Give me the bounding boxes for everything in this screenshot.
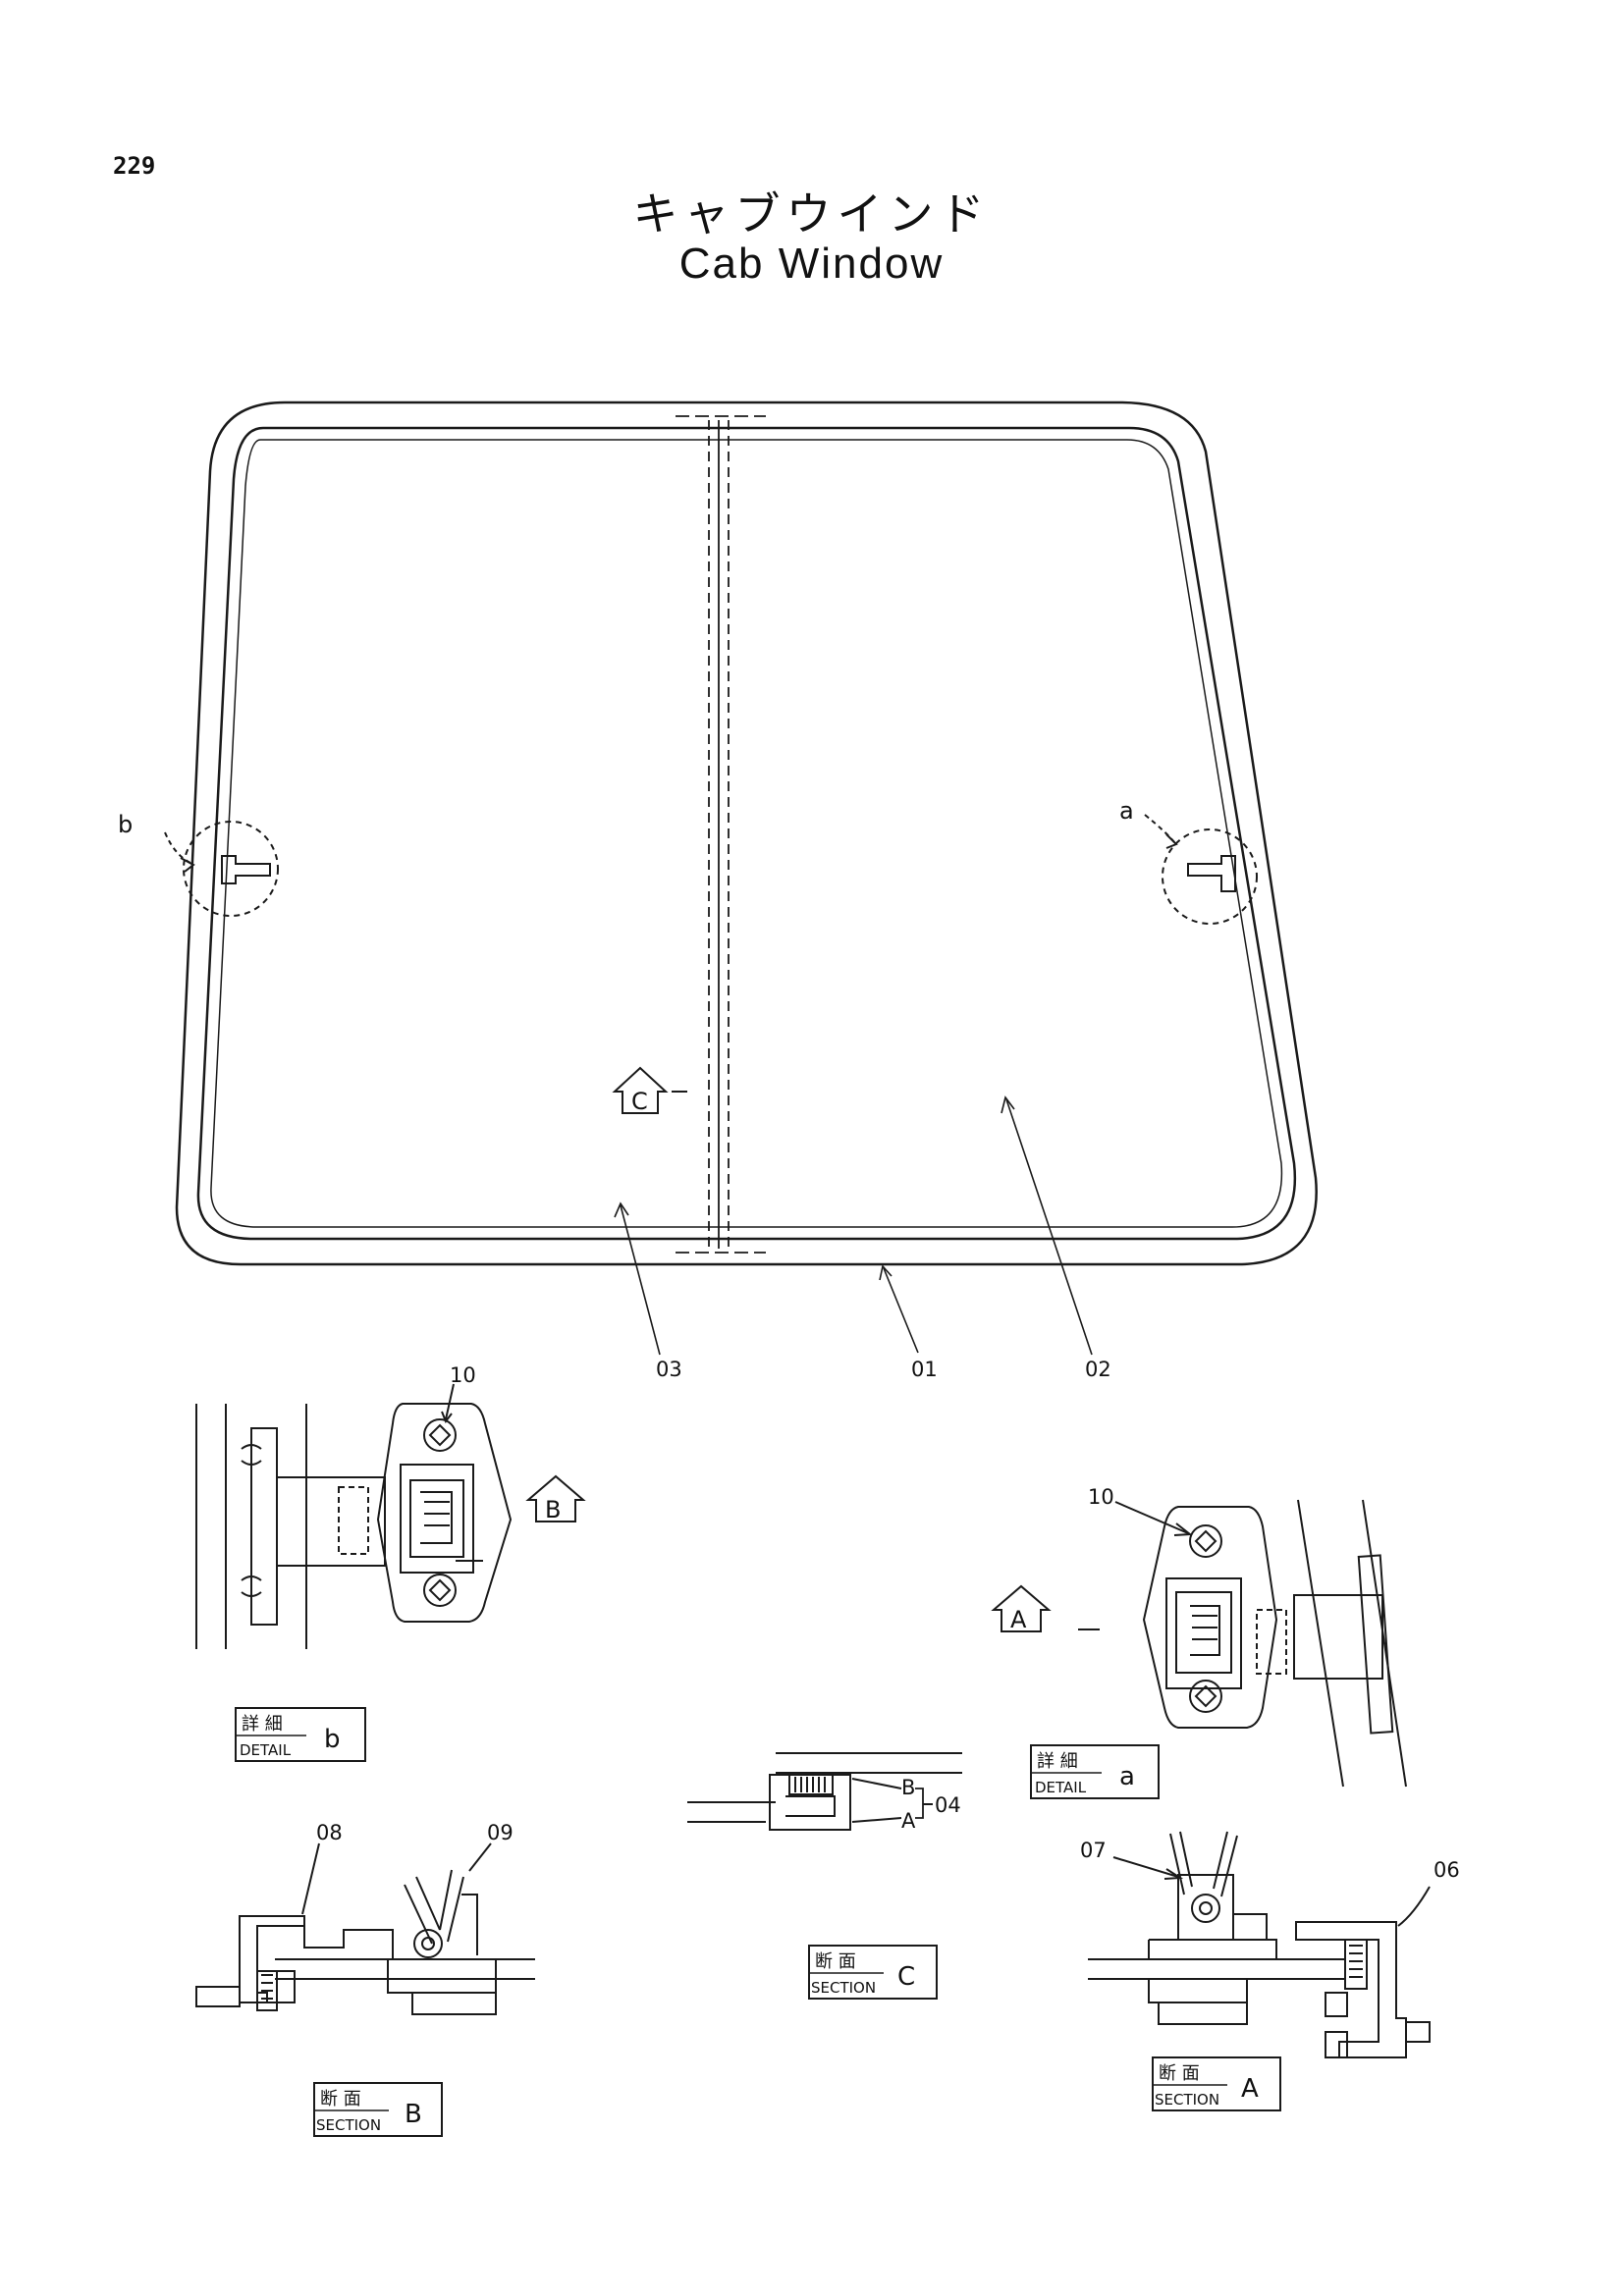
svg-text:B: B — [405, 2100, 422, 2129]
callout-02: 02 — [1085, 1358, 1111, 1381]
svg-text:b: b — [324, 1725, 341, 1754]
title-english: Cab Window — [678, 240, 945, 288]
center-divider — [676, 415, 766, 1254]
detail-a-drawing — [1078, 1499, 1407, 1788]
view-arrow-c: C — [612, 1066, 687, 1115]
section-b-drawing — [195, 1842, 535, 2015]
view-arrow-b: B — [525, 1474, 586, 1523]
callout-04-sub-b: B — [901, 1776, 915, 1799]
window-frame — [175, 400, 1318, 1266]
svg-text:詳 細: 詳 細 — [1037, 1751, 1078, 1772]
svg-text:DETAIL: DETAIL — [1035, 1779, 1087, 1796]
svg-text:DETAIL: DETAIL — [240, 1741, 292, 1759]
callout-10-left: 10 — [450, 1363, 476, 1387]
detail-marker-b: b — [118, 811, 133, 838]
callout-01: 01 — [911, 1358, 938, 1381]
svg-text:詳 細: 詳 細 — [242, 1714, 283, 1735]
svg-text:C: C — [897, 1962, 915, 1992]
svg-text:A: A — [1010, 1606, 1027, 1633]
section-a-label-box: 断 面 SECTION A — [1152, 2056, 1281, 2111]
svg-text:A: A — [1241, 2074, 1259, 2104]
view-arrow-a: A — [991, 1584, 1052, 1633]
svg-text:C: C — [631, 1088, 648, 1115]
svg-text:SECTION: SECTION — [1155, 2091, 1219, 2109]
svg-text:断 面: 断 面 — [1159, 2063, 1200, 2084]
page-number: 229 — [113, 152, 156, 180]
detail-circle-b: b — [118, 811, 279, 917]
svg-text:a: a — [1119, 1762, 1135, 1791]
detail-a-label-box: 詳 細 DETAIL a — [1030, 1744, 1160, 1799]
detail-marker-a: a — [1119, 797, 1134, 825]
leader-lines — [614, 1095, 1093, 1356]
detail-b-drawing — [195, 1383, 513, 1649]
svg-text:断 面: 断 面 — [320, 2089, 361, 2109]
detail-b-label-box: 詳 細 DETAIL b — [235, 1707, 366, 1762]
section-c-label-box: 断 面 SECTION C — [808, 1945, 938, 2000]
title-japanese: キャブウインド — [632, 187, 991, 240]
svg-text:B: B — [545, 1496, 561, 1523]
callout-03: 03 — [656, 1358, 682, 1381]
callout-08: 08 — [316, 1821, 343, 1844]
section-a-drawing — [1088, 1831, 1431, 2058]
svg-text:断 面: 断 面 — [815, 1951, 856, 1972]
callout-09: 09 — [487, 1821, 514, 1844]
callout-07: 07 — [1080, 1839, 1107, 1862]
section-b-label-box: 断 面 SECTION B — [313, 2082, 443, 2137]
section-c-drawing — [687, 1752, 962, 1831]
callout-04-sub-a: A — [901, 1809, 916, 1833]
callout-06: 06 — [1434, 1858, 1460, 1882]
callout-04: 04 — [935, 1793, 961, 1817]
svg-text:SECTION: SECTION — [316, 2116, 381, 2134]
svg-text:SECTION: SECTION — [811, 1979, 876, 1997]
callout-10-right: 10 — [1088, 1485, 1114, 1509]
detail-circle-a: a — [1119, 797, 1258, 925]
